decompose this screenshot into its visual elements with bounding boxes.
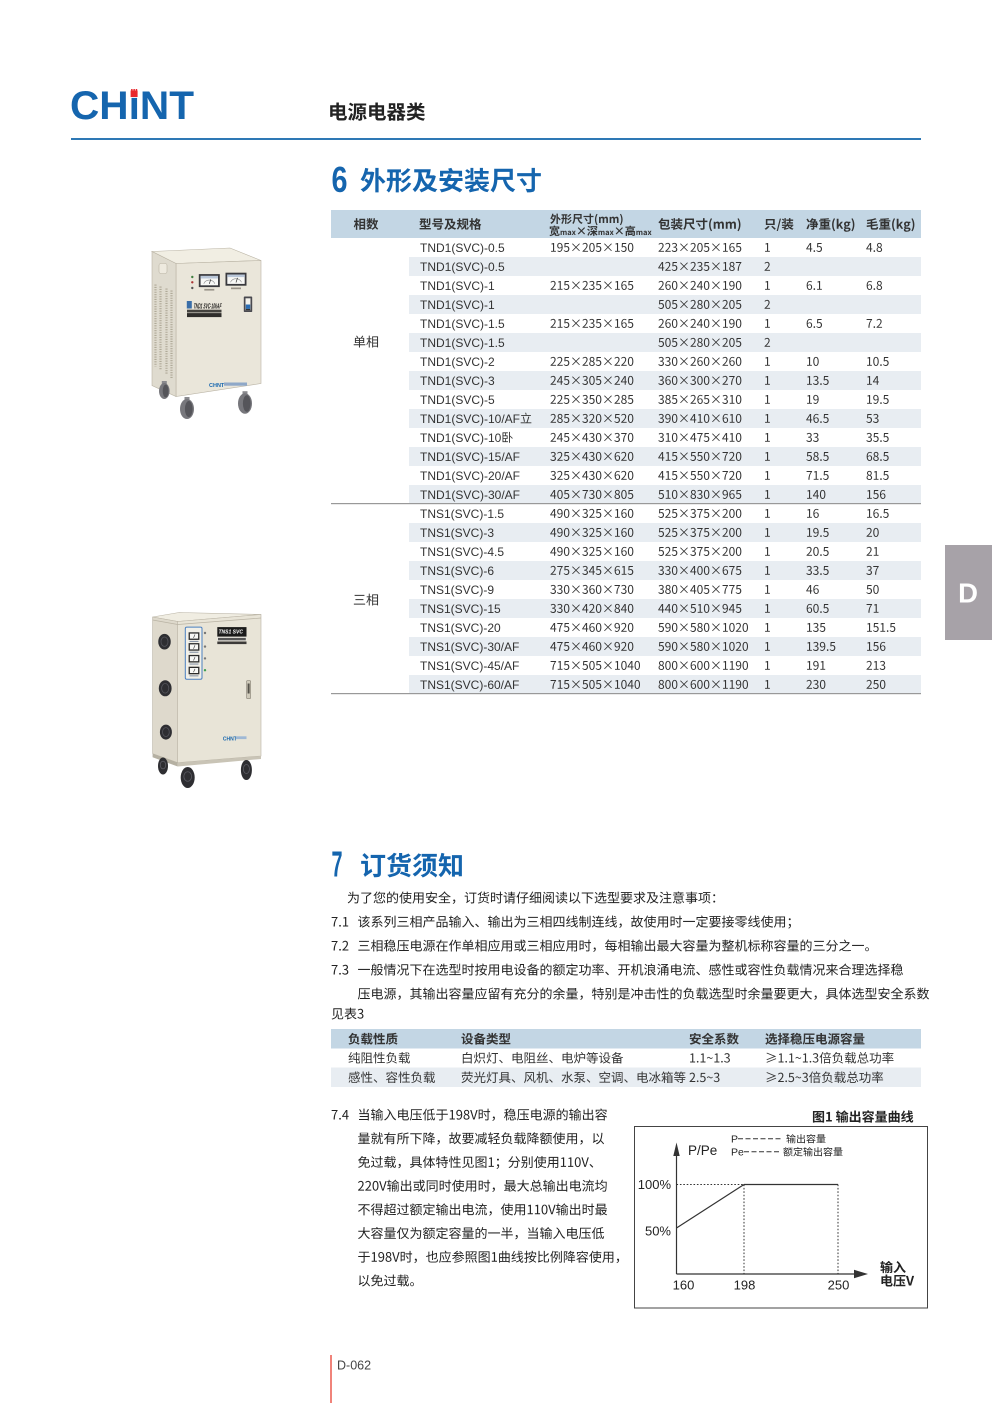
svg-text:TNS1(SVC)-60/AF: TNS1(SVC)-60/AF [420, 678, 519, 692]
svg-text:D: D [958, 578, 978, 609]
svg-text:Pe: Pe [731, 1147, 744, 1159]
svg-text:CHNT: CHNT [209, 383, 225, 389]
svg-text:TND1(SVC)-20/AF: TND1(SVC)-20/AF [420, 469, 520, 483]
svg-text:CHNT: CHNT [223, 736, 237, 742]
svg-text:TND1(SVC)-5: TND1(SVC)-5 [420, 393, 495, 407]
svg-text:TND1(SVC)-1.5: TND1(SVC)-1.5 [420, 336, 505, 350]
svg-text:P: P [731, 1134, 738, 1146]
svg-text:TNS1(SVC)-1.5: TNS1(SVC)-1.5 [420, 507, 504, 521]
svg-text:250: 250 [828, 1278, 850, 1293]
svg-text:TND1 SVC-10kAF: TND1 SVC-10kAF [193, 301, 222, 310]
svg-text:TNS1(SVC)-45/AF: TNS1(SVC)-45/AF [420, 659, 519, 673]
svg-text:TNS1(SVC)-4.5: TNS1(SVC)-4.5 [420, 545, 504, 559]
svg-text:TND1(SVC)-10: TND1(SVC)-10 [420, 431, 502, 445]
svg-text:D-062: D-062 [337, 1359, 371, 1373]
svg-text:160: 160 [673, 1278, 695, 1293]
svg-text:TNS1(SVC)-30/AF: TNS1(SVC)-30/AF [420, 640, 519, 654]
svg-text:TND1(SVC)-1: TND1(SVC)-1 [420, 298, 495, 312]
svg-text:50%: 50% [645, 1224, 671, 1239]
svg-text:6: 6 [332, 159, 348, 200]
svg-text:TND1(SVC)-10/AF: TND1(SVC)-10/AF [420, 412, 520, 426]
svg-text:100%: 100% [638, 1177, 672, 1192]
svg-text:198: 198 [734, 1278, 756, 1293]
svg-text:7: 7 [332, 844, 343, 885]
svg-text:TNS1(SVC)-6: TNS1(SVC)-6 [420, 564, 494, 578]
svg-text:TNS1(SVC)-9: TNS1(SVC)-9 [420, 583, 494, 597]
svg-text:TND1(SVC)-3: TND1(SVC)-3 [420, 374, 495, 388]
svg-text:TND1(SVC)-1.5: TND1(SVC)-1.5 [420, 317, 505, 331]
svg-text:TND1(SVC)-15/AF: TND1(SVC)-15/AF [420, 450, 520, 464]
svg-text:TND1(SVC)-2: TND1(SVC)-2 [420, 355, 495, 369]
svg-text:TNS1(SVC)-3: TNS1(SVC)-3 [420, 526, 494, 540]
svg-text:TNS1(SVC)-15: TNS1(SVC)-15 [420, 602, 501, 616]
svg-text:TND1(SVC)-0.5: TND1(SVC)-0.5 [420, 260, 505, 274]
svg-text:TND1(SVC)-0.5: TND1(SVC)-0.5 [420, 241, 505, 255]
svg-text:TND1(SVC)-30/AF: TND1(SVC)-30/AF [420, 488, 520, 502]
svg-text:TNS1 SVC: TNS1 SVC [219, 630, 244, 636]
svg-text:TNS1(SVC)-20: TNS1(SVC)-20 [420, 621, 501, 635]
svg-text:P/Pe: P/Pe [688, 1143, 717, 1158]
svg-text:TND1(SVC)-1: TND1(SVC)-1 [420, 279, 495, 293]
